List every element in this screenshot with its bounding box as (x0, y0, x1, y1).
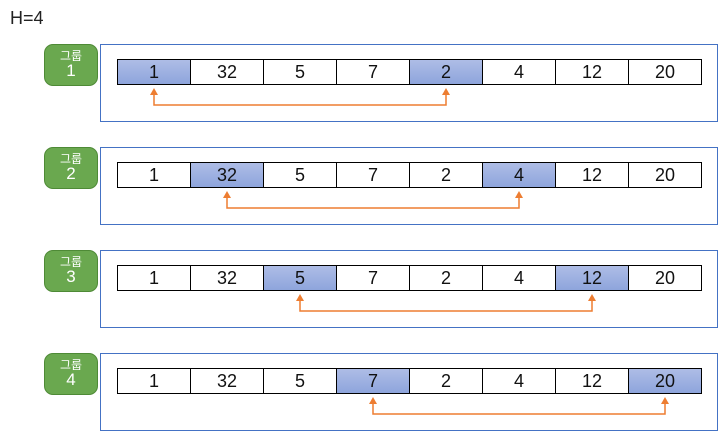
arrow-line (153, 94, 447, 106)
array-cell: 7 (336, 59, 410, 85)
array-cell-highlighted: 12 (555, 265, 629, 291)
group-badge-label: 그룹 (59, 48, 83, 63)
arrow-head (661, 397, 669, 404)
array-cell: 2 (409, 265, 483, 291)
group-badge-number: 1 (66, 61, 76, 81)
array-cell-highlighted: 2 (409, 59, 483, 85)
group-badge-number: 4 (66, 370, 76, 390)
group-badge-label: 그룹 (59, 151, 83, 166)
array-cell: 7 (336, 162, 410, 188)
swap-arrow (150, 88, 450, 106)
array-cell: 32 (190, 368, 264, 394)
group-frame (100, 147, 718, 225)
array-cell: 32 (190, 265, 264, 291)
arrow-head (223, 191, 231, 198)
array-cell: 4 (482, 59, 556, 85)
array-cell: 1 (117, 368, 191, 394)
swap-arrow (369, 397, 669, 415)
group-badge-number: 3 (66, 267, 76, 287)
arrow-head (150, 88, 158, 95)
array-cell: 5 (263, 368, 337, 394)
array-cell: 4 (482, 265, 556, 291)
array-cell-highlighted: 5 (263, 265, 337, 291)
arrow-line (372, 403, 666, 415)
array-cell-highlighted: 4 (482, 162, 556, 188)
array-cell: 5 (263, 59, 337, 85)
group-frame (100, 44, 718, 122)
arrow-line (226, 197, 520, 209)
array-cell: 20 (628, 265, 702, 291)
array-cell: 2 (409, 368, 483, 394)
array-cell: 20 (628, 59, 702, 85)
array-cell-highlighted: 20 (628, 368, 702, 394)
arrow-line (299, 300, 593, 312)
array-cell: 4 (482, 368, 556, 394)
arrow-head (442, 88, 450, 95)
arrow-head (369, 397, 377, 404)
arrow-head (296, 294, 304, 301)
swap-arrow (296, 294, 596, 312)
group-badge-label: 그룹 (59, 357, 83, 372)
array-cell: 5 (263, 162, 337, 188)
swap-arrow (223, 191, 523, 209)
arrow-head (588, 294, 596, 301)
arrow-head (515, 191, 523, 198)
group-badge-label: 그룹 (59, 254, 83, 269)
group-badge-number: 2 (66, 164, 76, 184)
group-frame (100, 250, 718, 328)
h-title: H=4 (10, 8, 44, 28)
array-cell: 1 (117, 265, 191, 291)
array-cell-highlighted: 32 (190, 162, 264, 188)
array-cell: 20 (628, 162, 702, 188)
array-cell: 7 (336, 265, 410, 291)
array-cell-highlighted: 1 (117, 59, 191, 85)
array-cell: 12 (555, 59, 629, 85)
array-cell: 12 (555, 368, 629, 394)
array-cell: 12 (555, 162, 629, 188)
array-cell: 2 (409, 162, 483, 188)
